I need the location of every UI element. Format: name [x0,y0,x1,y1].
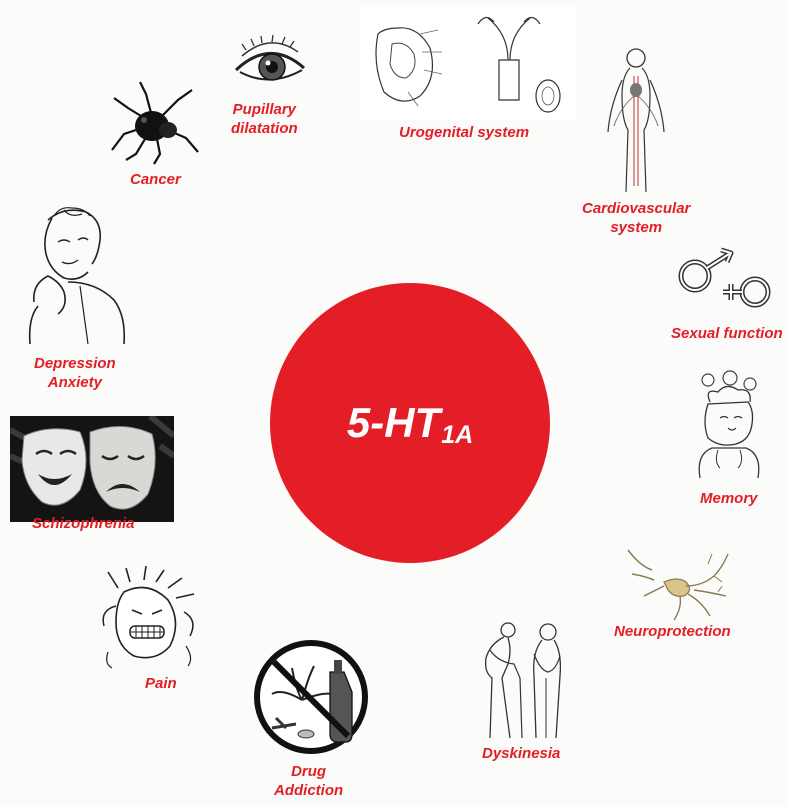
label-dyskinesia: Dyskinesia [482,744,560,763]
label-pain: Pain [145,674,177,693]
neuron-icon [622,546,732,622]
anatomy-icon [358,4,578,122]
thinking-head-icon [690,368,768,480]
theater-masks-icon [10,416,174,522]
label-memory: Memory [700,489,758,508]
label-schizo: Schizophrenia [32,514,135,533]
center-label-subscript: 1A [441,421,473,450]
cancer-cell-icon [108,80,200,166]
sad-man-icon [24,206,128,346]
label-neuro: Neuroprotection [614,622,731,641]
circulatory-system-icon [600,46,672,196]
headache-icon [94,566,206,670]
eye-icon [232,34,308,92]
label-sexual: Sexual function [671,324,783,343]
stooped-people-icon [468,620,584,742]
gender-symbols-icon [667,246,783,314]
label-cancer: Cancer [130,170,181,189]
no-drugs-icon [252,638,370,756]
label-urogenital: Urogenital system [399,123,529,142]
center-label-text: 5-HT [347,399,440,447]
